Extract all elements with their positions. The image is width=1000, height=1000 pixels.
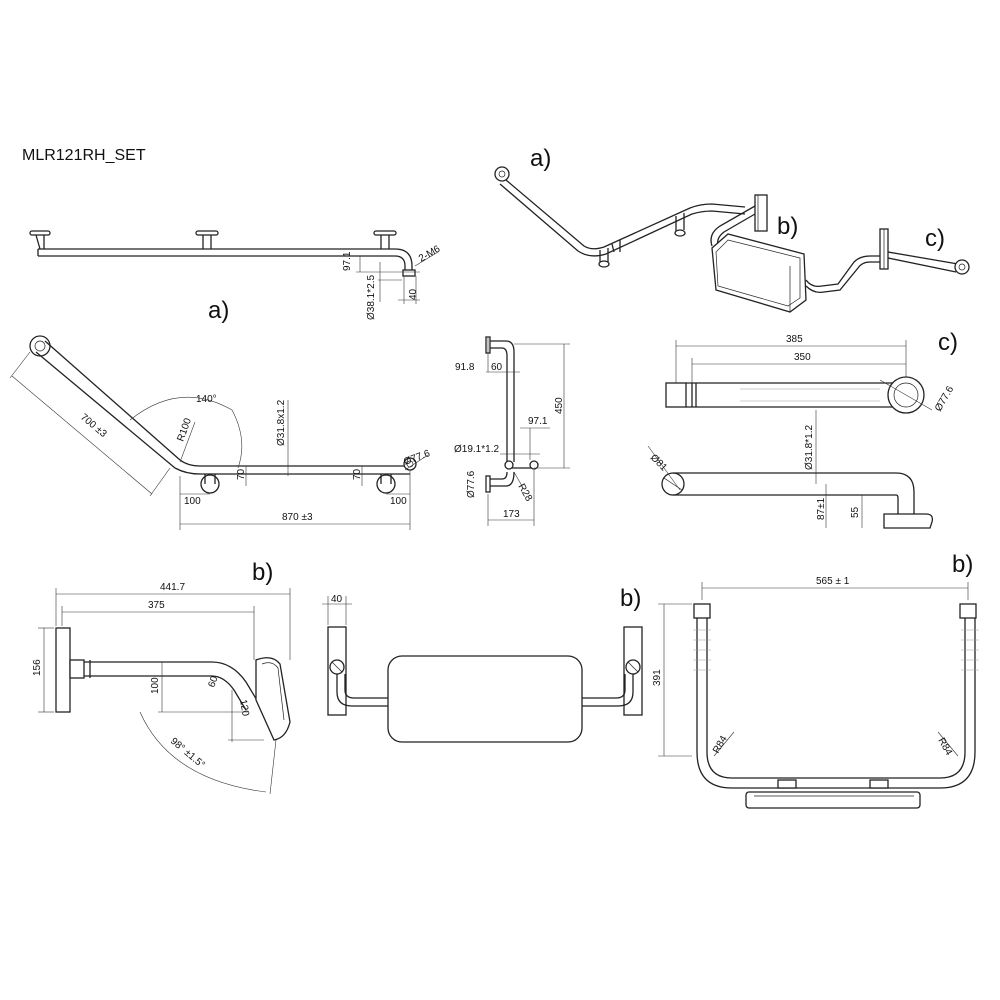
label-c-iso: c) [925,225,945,252]
angled-bar-plan: 700 ±3 140° R100 Ø31.8x1.2 Ø77.6 70 70 1… [9,335,432,530]
dim-r28: R28 [515,482,534,504]
label-a-left: a) [208,297,229,324]
b-top-view: b) 565 ± 1 391 R84 [652,551,979,809]
dim-r100: R100 [175,416,194,443]
label-a-iso: a) [530,145,551,172]
dim-40-top: 40 [408,288,419,300]
dim-d77-side: Ø77.6 [466,470,477,498]
dim-r84-left: R84 [711,734,730,756]
dim-100-b: 100 [150,677,161,694]
dim-d77-c: Ø77.6 [933,384,956,413]
label-b-1: b) [252,559,273,586]
dim-385: 385 [786,334,803,345]
dim-40-b: 40 [331,594,343,605]
rail-side-view: 97.1 2-M6 Ø38.1*2.5 40 [29,230,443,320]
dim-r84-right: R84 [935,736,954,758]
dim-120: 120 [237,699,251,718]
dim-d38: Ø38.1*2.5 [366,275,377,320]
dim-97-1-top: 97.1 [342,251,353,271]
dim-100-right: 100 [390,496,407,507]
dim-d31-a: Ø31.8x1.2 [276,399,287,446]
dim-60-b: 60 [206,674,220,689]
dim-98: 98° ±1.5° [168,736,207,771]
b-front-view: b) 40 [322,585,643,743]
dim-55: 55 [850,506,861,518]
dim-100-left: 100 [184,496,201,507]
dim-87: 87±1 [816,497,827,520]
dim-d19: Ø19.1*1.2 [454,444,499,455]
label-b-iso: b) [777,213,798,240]
c-bar-views: c) Ø77.6 385 350 Ø31.8*1.2 Ø81 [647,329,958,529]
dim-70-left: 70 [236,468,247,480]
dim-91-8: 91.8 [455,362,475,373]
dim-60-side: 60 [491,362,503,373]
label-b-2: b) [620,585,641,612]
drawing-title: MLR121RH_SET [22,147,146,164]
dim-156: 156 [32,659,43,676]
dim-140: 140° [196,394,217,405]
dim-d31-c: Ø31.8*1.2 [804,425,815,470]
label-c-right: c) [938,329,958,356]
dim-350: 350 [794,352,811,363]
bar-side-view: 91.8 60 450 97.1 Ø19.1*1.2 Ø77.6 R28 173 [454,336,570,526]
dim-70-right: 70 [352,468,363,480]
b-side-view: b) 441.7 375 156 100 60 120 98° ±1.5° [32,559,291,795]
label-b-3: b) [952,551,973,578]
dim-173: 173 [503,509,520,520]
dim-2m6: 2-M6 [417,243,443,264]
dim-870: 870 ±3 [282,512,313,523]
dim-391: 391 [652,669,663,686]
dim-565: 565 ± 1 [816,576,850,587]
dim-97-1-side: 97.1 [528,416,548,427]
dim-375: 375 [148,600,165,611]
dim-d77-a: Ø77.6 [402,448,432,468]
dim-450: 450 [554,397,565,414]
assembly-isometric: a) b) c) [494,145,970,313]
dim-441-7: 441.7 [160,582,185,593]
